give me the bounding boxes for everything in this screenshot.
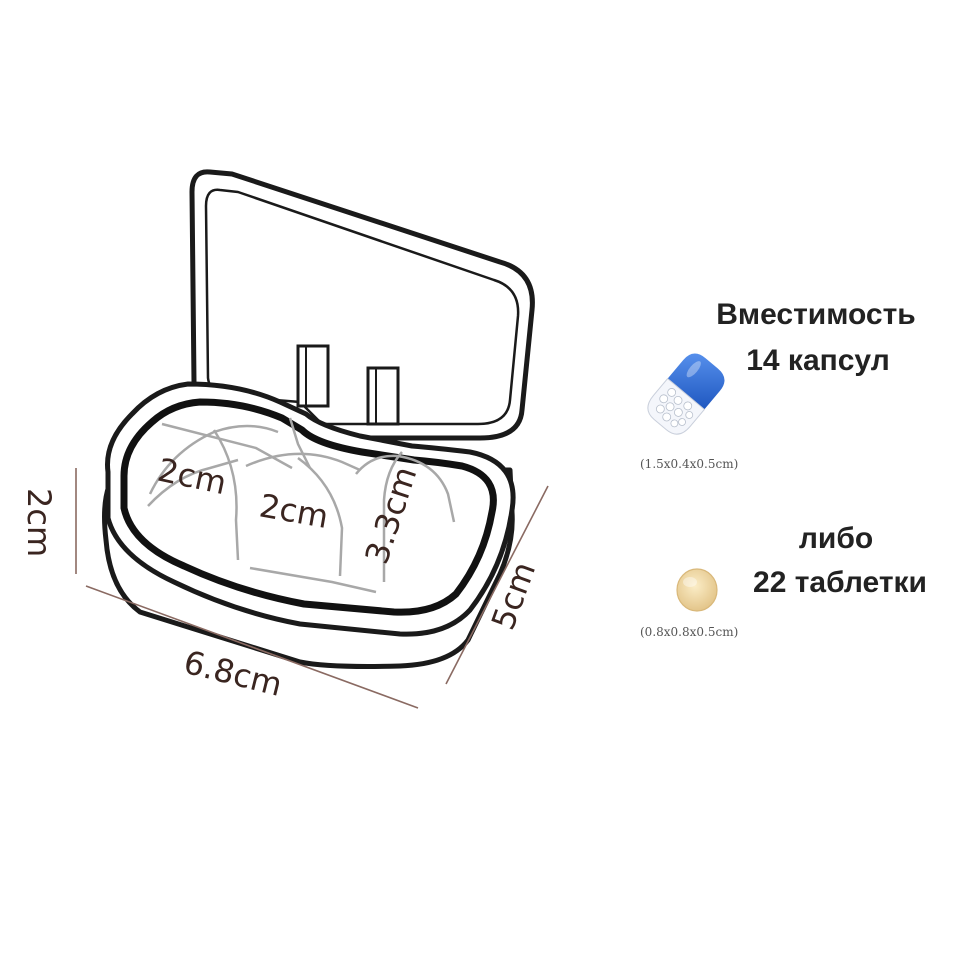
lid-inner (204, 188, 520, 426)
base-inner-rim (120, 398, 497, 616)
capsule-size: (1.5x0.4x0.5cm) (640, 457, 738, 471)
capacity-title: Вместимость (716, 298, 916, 331)
height-label: 2cm (20, 488, 58, 557)
base-rim (105, 381, 516, 637)
dimension-labels: 2cm 6.8cm 5cm 2cm 2cm 3.3cm (20, 451, 543, 704)
hinges (296, 344, 400, 426)
base (102, 381, 516, 669)
hinge-right (366, 366, 400, 426)
compartments (147, 417, 456, 594)
capsule-count: 14 капсул (746, 344, 890, 377)
tablet-icon (676, 568, 718, 612)
width-line (445, 485, 549, 685)
capsule-icon (647, 353, 725, 435)
dimension-lines (75, 468, 549, 709)
hinge-left (296, 344, 330, 408)
capacity-info: Вместимость 14 капсул (1.5x0.4x0.5cm) ли… (640, 298, 927, 639)
length-line (85, 585, 419, 709)
alternative-word: либо (799, 522, 873, 555)
tablet-size: (0.8x0.8x0.5cm) (640, 625, 738, 639)
tablet-count: 22 таблетки (753, 566, 927, 599)
